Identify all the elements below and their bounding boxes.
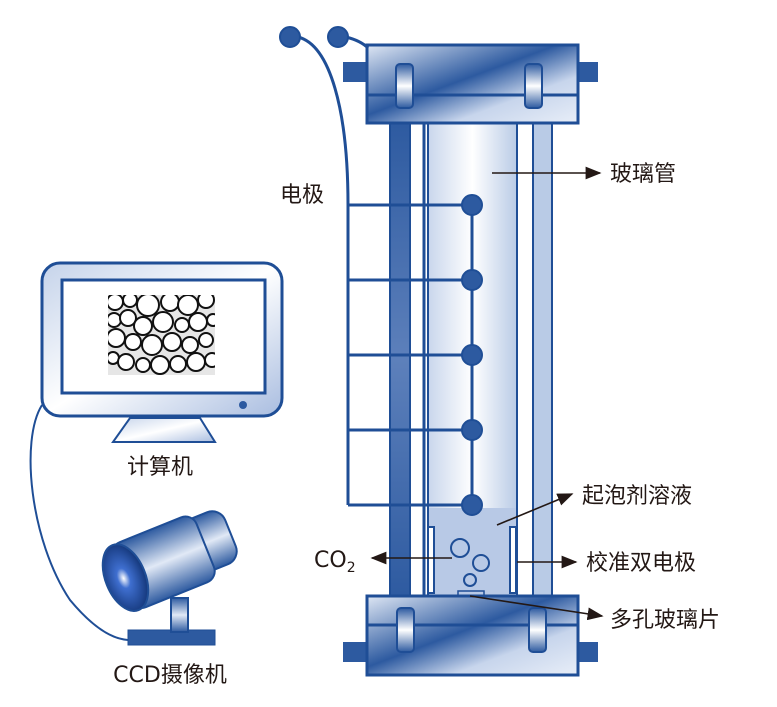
label-co2: CO2 — [314, 548, 356, 576]
electrode-icon — [461, 194, 483, 216]
top-tab-left — [343, 62, 369, 82]
electrode-wire — [297, 35, 350, 505]
bubble — [472, 554, 490, 572]
top-tab-right — [576, 62, 598, 82]
camera-lens-icon — [101, 543, 150, 612]
label-computer: 计算机 — [127, 455, 193, 480]
ccd-camera — [101, 510, 238, 646]
left-rod — [389, 119, 411, 601]
electrode-icon — [461, 419, 483, 441]
power-button-icon — [239, 401, 247, 409]
arrow-foaming-solution — [496, 493, 574, 526]
bubble — [450, 538, 470, 558]
electrode-icon — [461, 269, 483, 291]
label-glass-tube: 玻璃管 — [610, 162, 676, 187]
bubble — [463, 573, 477, 587]
electrode-array — [279, 26, 483, 516]
label-ccd-camera: CCD摄像机 — [113, 663, 227, 688]
clamp — [395, 63, 414, 109]
bottom-tab-right — [576, 642, 598, 662]
label-porous-glass: 多孔玻璃片 — [610, 608, 720, 633]
electrode-wire — [345, 35, 370, 50]
calibration-electrode-left — [427, 526, 435, 594]
electrode-icon — [461, 344, 483, 366]
label-calibration-electrodes: 校准双电极 — [586, 551, 696, 576]
computer-monitor — [29, 261, 284, 641]
terminal-icon — [327, 26, 349, 48]
foam-image — [108, 295, 215, 375]
label-foaming-solution: 起泡剂溶液 — [582, 484, 692, 509]
clamp — [524, 63, 543, 109]
camera-post — [170, 597, 189, 633]
right-rod — [532, 119, 553, 601]
camera-cable — [29, 404, 131, 641]
label-electrode: 电极 — [280, 183, 324, 208]
bottom-tab-left — [343, 642, 369, 662]
clamp — [396, 607, 415, 653]
clamp — [528, 607, 547, 653]
arrow-porous-glass — [469, 595, 604, 621]
calibration-electrode-right — [509, 526, 517, 594]
terminal-icon — [279, 26, 301, 48]
electrode-icon — [461, 494, 483, 516]
monitor-stand — [111, 417, 217, 443]
